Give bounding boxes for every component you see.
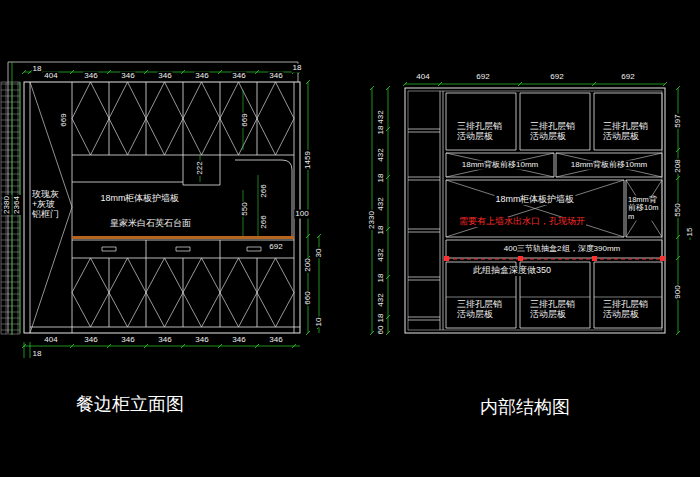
dimension-text: 15 [686,227,695,238]
backboard-cross-lines [446,153,662,297]
dimension-text: 266 [260,183,269,198]
dimension-text: 432 [377,196,386,211]
note-text: 18mm柜体板护墙板 [494,195,575,205]
drawer-fronts [72,240,294,258]
upper-drawer-lines [72,155,292,236]
side-panels [30,82,294,333]
note-text: 三排孔层销 活动层板 [456,122,512,142]
lower-door-pattern [72,258,294,327]
note-text: 三排孔层销 活动层板 [602,300,658,320]
dimension-ticks [370,82,680,335]
inner-dimension-lines [200,90,258,236]
dimension-text: 692 [475,73,490,82]
door-dividers [30,82,300,327]
drawer-handles [102,247,261,251]
side-column-shelves [408,91,443,330]
dimension-text: 404 [43,72,58,81]
cabinet-inner-outline [408,91,662,330]
dimension-text: 18 [377,173,386,184]
note-text: 此组抽盒深度做350 [472,266,552,276]
note-text: 玫瑰灰 +灰玻 铝框门 [31,190,63,220]
dimension-text: 900 [674,284,683,299]
dimension-text: 266 [260,214,269,229]
note-text: 三排孔层销 活动层板 [456,300,512,320]
dimension-text: 346 [268,336,283,345]
dimension-text: 692 [620,73,635,82]
dimension-text: 60 [377,325,386,336]
dimension-text: 550 [674,202,683,217]
dimension-text: 346 [231,336,246,345]
upper-door-pattern [72,82,294,155]
dimension-text: 346 [157,336,172,345]
dimension-text: 346 [83,72,98,81]
dimension-text: 692 [268,243,283,252]
dimension-text: 432 [377,292,386,307]
warning-note: 需要有上墙水出水口，孔现场开 [458,217,586,227]
note-text: 18mm背前移10mm [627,196,661,221]
compartment-boxes [446,93,662,328]
note-text: 三排孔层销 活动层板 [602,122,658,142]
dimension-text: 2380 [3,195,12,215]
dimension-text: 669 [241,112,250,127]
dimension-text: 18 [377,225,386,236]
note-text: 皇家米白石英石台面 [109,219,192,229]
dimension-text: 2364 [13,195,22,215]
dimension-text: 346 [194,336,209,345]
dimension-text: 18 [377,313,386,324]
door-swing-mark [30,82,72,333]
quartz-countertop [72,236,294,239]
dimension-text: 222 [196,160,205,175]
drawer-rail-line [446,259,662,260]
note-text: 400三节轨抽盒2组，深度390mm [503,245,621,254]
dimension-text: 18 [377,125,386,136]
dimension-text: 346 [268,72,283,81]
drawing-caption: 内部结构图 [479,398,571,418]
note-text: 18mm柜体板护墙板 [99,194,180,204]
dimension-text: 100 [294,210,309,219]
dimension-text: 346 [120,72,135,81]
dimension-text: 18 [32,65,43,74]
dimension-text: 346 [83,336,98,345]
dimension-text: 18 [377,273,386,284]
dimension-text: 2330 [368,210,377,230]
dimension-text: 432 [377,247,386,262]
dimension-text: 346 [231,72,246,81]
cabinet-outline [405,88,665,333]
dimension-ticks [22,70,321,348]
dimension-text: 432 [377,109,386,124]
cabinet-outline [24,82,300,333]
note-text: 18mm背板前移10mm [570,161,648,170]
dimension-text: 1459 [304,150,313,170]
dimension-text: 346 [194,72,209,81]
dimension-text: 669 [60,112,69,127]
note-text: 18mm背板前移10mm [461,161,539,170]
dimension-text: 10 [315,317,324,328]
dimension-text: 18 [292,64,303,73]
dimension-text: 208 [674,158,683,173]
dimension-text: 550 [241,201,250,216]
dimension-text: 30 [315,248,324,259]
note-text: 三排孔层销 活动层板 [529,300,585,320]
note-text: 三排孔层销 活动层板 [529,122,585,142]
rail-markers [444,256,665,261]
drawing-caption: 餐边柜立面图 [75,395,185,415]
cornice-line [8,62,298,333]
dimension-lines [12,62,319,358]
dimension-text: 200 [304,257,313,272]
dimension-text: 404 [43,336,58,345]
dimension-text: 660 [304,290,313,305]
dimension-lines [372,84,690,333]
dimension-text: 18 [32,350,43,359]
dimension-text: 346 [157,72,172,81]
dimension-text: 404 [415,73,430,82]
dimension-text: 597 [674,113,683,128]
dimension-text: 692 [549,73,564,82]
dimension-text: 346 [120,336,135,345]
dimension-text: 432 [377,147,386,162]
